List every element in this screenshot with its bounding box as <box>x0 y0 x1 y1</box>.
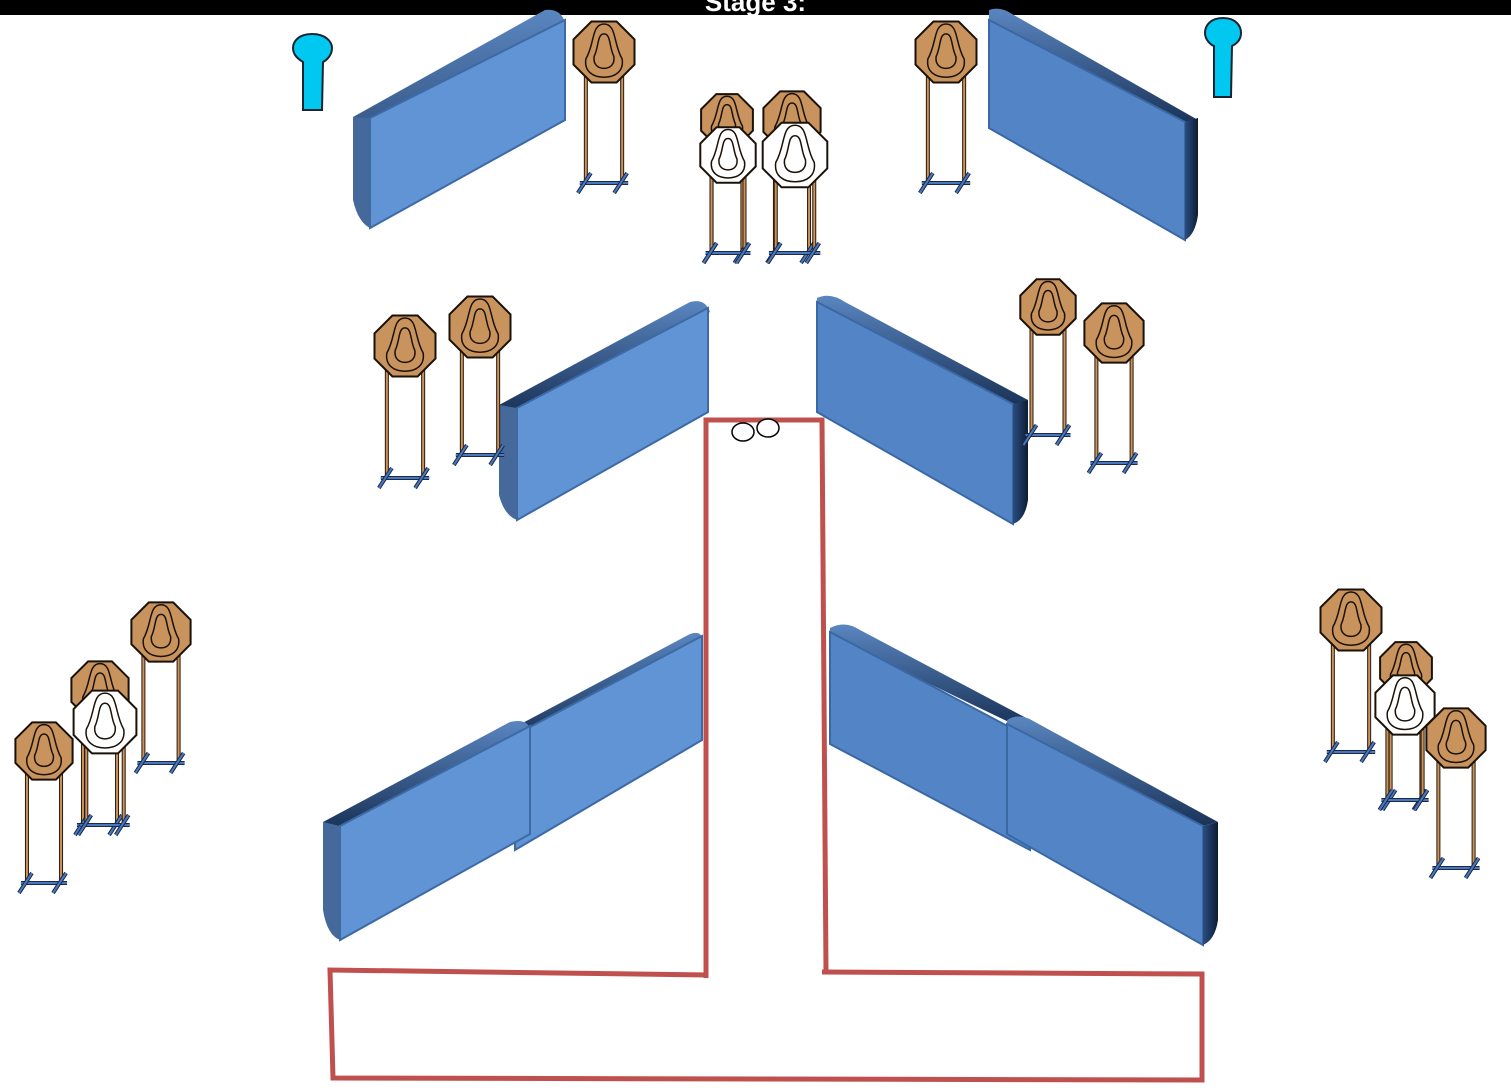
barricade-wall-bottom-right <box>829 624 1218 947</box>
steel-target-lower-left-front <box>14 721 74 895</box>
steel-target-lower-left-back <box>130 601 192 775</box>
barricade-wall-bottom-left <box>323 632 703 942</box>
barricade-wall-middle-left <box>499 301 710 522</box>
steel-target-mid-right-2 <box>1083 302 1145 475</box>
steel-target-lower-right-back <box>1319 588 1383 764</box>
steel-target-mid-right-1 <box>1019 278 1077 447</box>
steel-target-top-left <box>572 20 636 195</box>
paper-target-lower-right <box>1374 674 1436 812</box>
paper-target-lower-left <box>72 689 138 837</box>
stage-title: Stage 3: <box>704 0 807 15</box>
steel-target-lower-right-front <box>1425 707 1487 880</box>
steel-target-top-right <box>914 20 978 195</box>
no-shoot-target-left <box>291 32 334 111</box>
steel-target-mid-left-1 <box>373 314 437 490</box>
paper-target-center-right <box>761 121 829 265</box>
targets-layer <box>14 20 1487 895</box>
barricade-wall-middle-right <box>816 295 1028 526</box>
paper-target-center-left <box>699 126 757 265</box>
stage-header: Stage 3: <box>0 0 1511 15</box>
steel-target-mid-left-2 <box>448 295 512 467</box>
start-position-icon <box>731 418 780 442</box>
barricade-wall-top-right <box>988 8 1198 242</box>
barricade-wall-top-left <box>353 9 566 230</box>
no-shoot-target-right <box>1203 16 1243 98</box>
